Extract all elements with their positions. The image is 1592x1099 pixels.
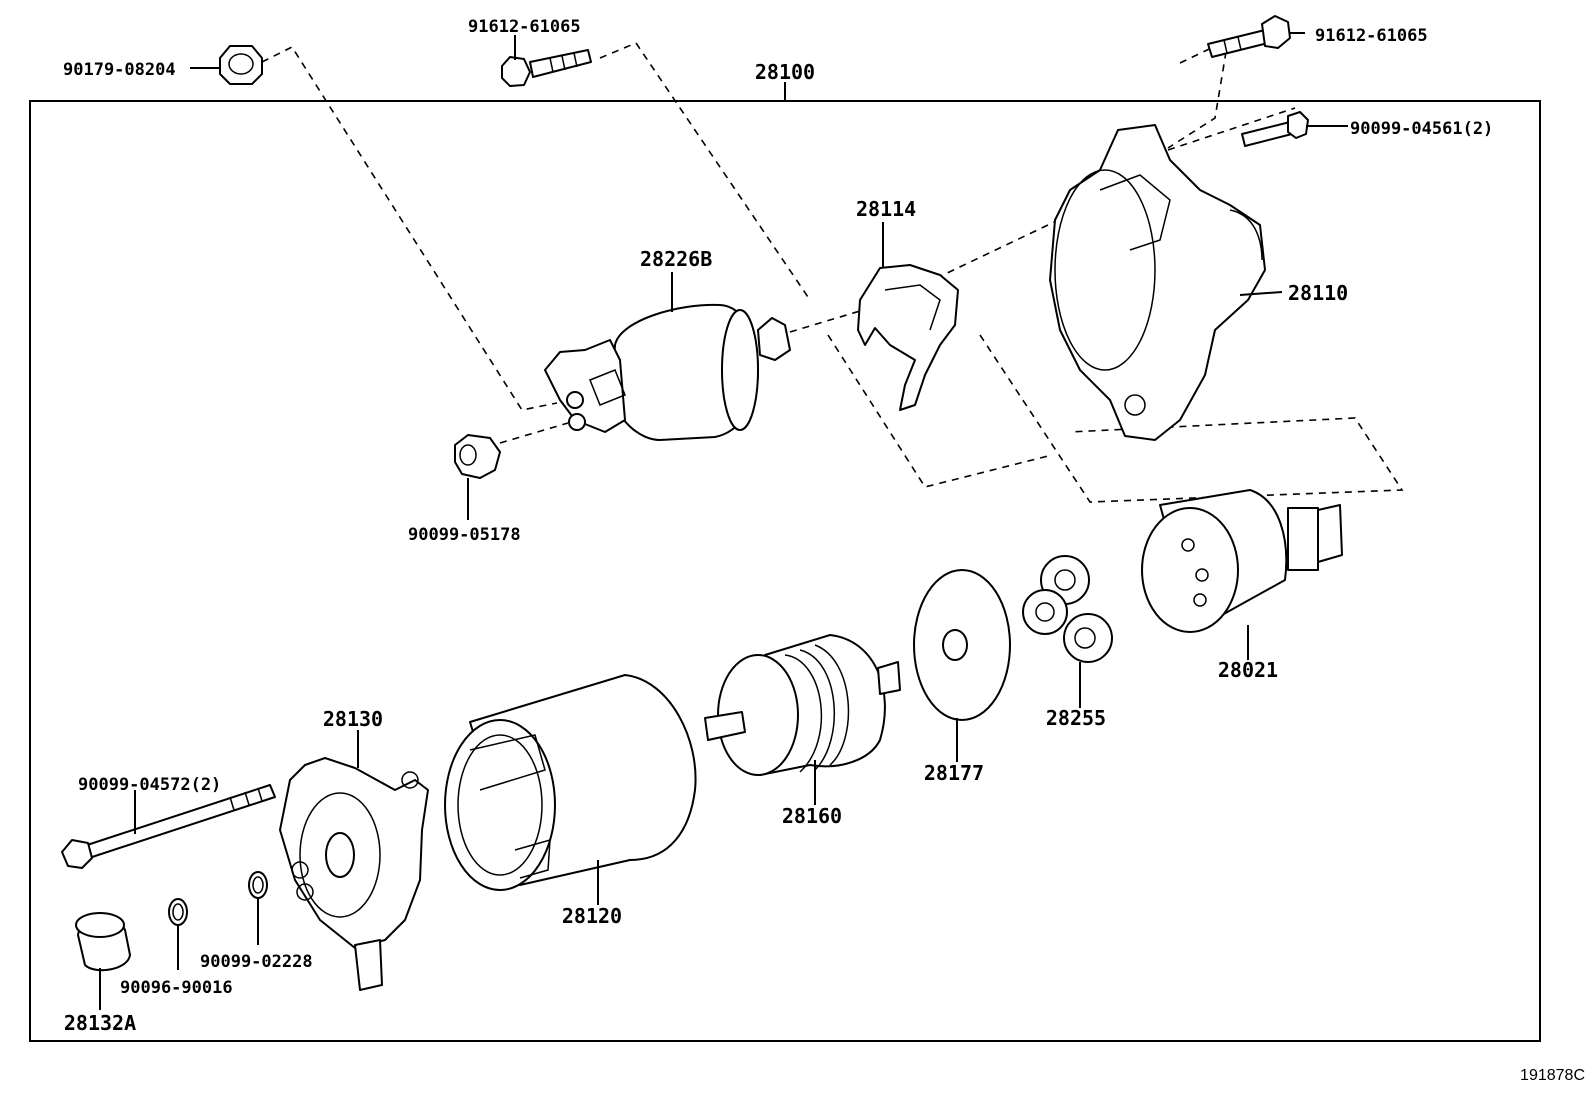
label-28255: 28255: [1046, 706, 1106, 730]
yoke-28120: [444, 674, 697, 905]
housing-28110: [1049, 124, 1283, 441]
label-90096-90016: 90096-90016: [120, 978, 233, 998]
label-28114: 28114: [856, 197, 916, 221]
label-90179-08204: 90179-08204: [63, 60, 176, 80]
clip-90096-90016: [168, 898, 188, 970]
cap-28132a: [75, 912, 131, 1010]
label-28226b: 28226B: [640, 247, 712, 271]
assembly-label: 28100: [755, 60, 815, 84]
label-28120: 28120: [562, 904, 622, 928]
label-28110: 28110: [1288, 281, 1348, 305]
bolt-91612-61065-right: [1207, 15, 1305, 58]
gears-28255: [1022, 555, 1113, 708]
oring-90099-02228: [248, 871, 268, 945]
label-91612-61065-left: 91612-61065: [468, 17, 581, 37]
label-28177: 28177: [924, 761, 984, 785]
armature-28160: [704, 634, 901, 805]
plate-28177: [913, 569, 1011, 762]
label-91612-61065-right: 91612-61065: [1315, 26, 1428, 46]
label-28132a: 28132A: [64, 1011, 136, 1035]
label-28130: 28130: [323, 707, 383, 731]
lever-28114: [857, 222, 959, 411]
label-90099-05178: 90099-05178: [408, 525, 521, 545]
label-90099-02228: 90099-02228: [200, 952, 313, 972]
label-28021: 28021: [1218, 658, 1278, 682]
clutch-28021: [1141, 489, 1343, 660]
bolt-91612-61065-left: [501, 35, 592, 87]
boot-90099-05178: [454, 434, 501, 520]
end-frame-28130: [279, 730, 429, 991]
nut-90179-08204: [190, 45, 263, 85]
solenoid-28226b: [544, 272, 791, 441]
screw-90099-04561: [1241, 111, 1348, 147]
label-28160: 28160: [782, 804, 842, 828]
part-labels: 28100 90179-08204 91612-61065 91612-6106…: [63, 17, 1585, 1084]
diagram-reference-code: 191878C: [1520, 1067, 1585, 1084]
label-90099-04561: 90099-04561(2): [1350, 119, 1493, 139]
label-90099-04572: 90099-04572(2): [78, 775, 221, 795]
through-bolt-90099-04572: [61, 784, 276, 869]
